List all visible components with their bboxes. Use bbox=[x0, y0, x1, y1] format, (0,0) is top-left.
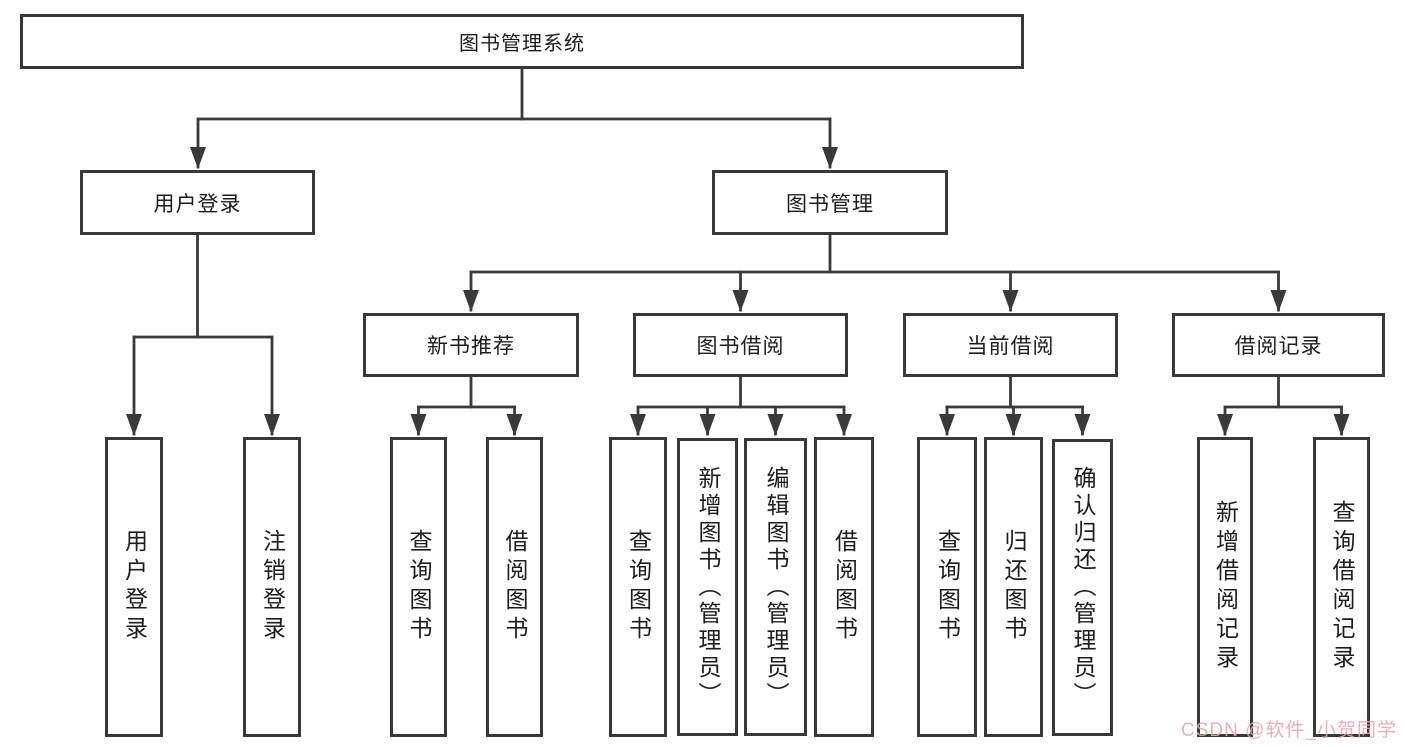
node-label: 图书管理 bbox=[786, 192, 874, 216]
leaf-cb-confirm-return-admin: 确认归还（管理员） bbox=[1052, 439, 1113, 736]
node-borrow-records: 借阅记录 bbox=[1172, 313, 1385, 377]
node-label: 当前借阅 bbox=[966, 335, 1055, 358]
node-user-login: 用户登录 bbox=[80, 170, 315, 235]
leaf-bb-query-books: 查询图书 bbox=[609, 437, 667, 737]
node-label: 查询图书 bbox=[625, 529, 652, 645]
leaf-bb-add-books-admin: 新增图书（管理员） bbox=[677, 438, 738, 736]
node-label: 图书借阅 bbox=[696, 335, 785, 358]
leaf-bb-borrow-books: 借阅图书 bbox=[814, 437, 874, 737]
leaf-br-query-record: 查询借阅记录 bbox=[1313, 437, 1370, 737]
leaf-nb-borrow-books: 借阅图书 bbox=[486, 437, 543, 737]
leaf-cb-return-books: 归还图书 bbox=[984, 437, 1043, 737]
node-label: 确认归还（管理员） bbox=[1070, 466, 1096, 709]
node-label: 查询图书 bbox=[406, 529, 432, 645]
node-label: 新增图书（管理员） bbox=[695, 465, 721, 709]
node-label: 查询借阅记录 bbox=[1329, 500, 1355, 674]
node-label: 借阅图书 bbox=[831, 529, 858, 645]
node-label: 注销登录 bbox=[259, 529, 286, 645]
leaf-user-login: 用户登录 bbox=[105, 437, 163, 737]
node-label: 新书推荐 bbox=[427, 335, 515, 358]
node-new-book-recommend: 新书推荐 bbox=[363, 313, 579, 377]
node-label: 用户登录 bbox=[153, 192, 242, 216]
node-label: 新增借阅记录 bbox=[1212, 500, 1239, 674]
node-label: 归还图书 bbox=[1001, 529, 1027, 645]
node-label: 借阅记录 bbox=[1234, 335, 1323, 358]
leaf-cb-query-books: 查询图书 bbox=[917, 437, 977, 737]
leaf-bb-edit-books-admin: 编辑图书（管理员） bbox=[744, 438, 807, 736]
leaf-logout: 注销登录 bbox=[243, 437, 301, 737]
node-label: 编辑图书（管理员） bbox=[763, 465, 789, 709]
node-book-borrow: 图书借阅 bbox=[633, 313, 848, 377]
node-book-management: 图书管理 bbox=[712, 170, 948, 235]
node-label: 用户登录 bbox=[121, 529, 148, 645]
node-label: 图书管理系统 bbox=[459, 33, 585, 55]
node-label: 借阅图书 bbox=[502, 529, 528, 645]
leaf-br-add-record: 新增借阅记录 bbox=[1197, 437, 1253, 737]
node-root-library-system: 图书管理系统 bbox=[20, 14, 1024, 69]
node-label: 查询图书 bbox=[934, 529, 961, 645]
node-current-borrow: 当前借阅 bbox=[903, 313, 1118, 377]
csdn-watermark: CSDN @软件_小贺同学 bbox=[1181, 720, 1397, 741]
leaf-nb-query-books: 查询图书 bbox=[390, 437, 447, 737]
